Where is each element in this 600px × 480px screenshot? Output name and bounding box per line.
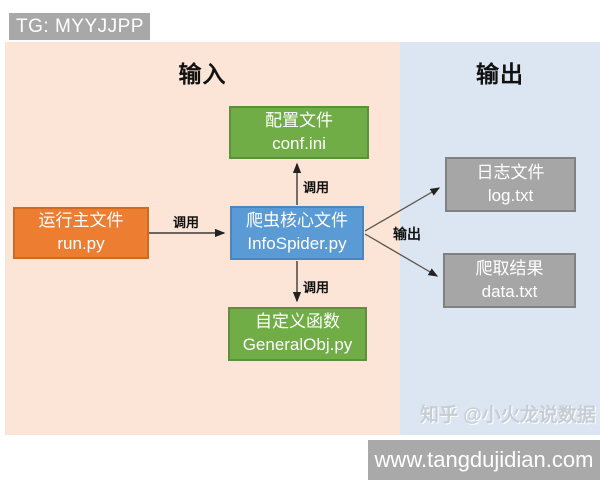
edge-label-call-conf: 调用	[303, 180, 330, 195]
edge-label-output: 输出	[393, 226, 421, 242]
output-section-title: 输出	[476, 61, 524, 87]
node-spider-title: 爬虫核心文件	[246, 211, 348, 231]
edge-label-call-run: 调用	[173, 215, 200, 230]
node-general-title: 自定义函数	[255, 312, 340, 332]
node-conf-filename: conf.ini	[272, 133, 326, 153]
node-log-txt: 日志文件 log.txt	[445, 157, 576, 212]
zhihu-watermark: 知乎 @小火龙说数据	[420, 405, 596, 426]
footer-url-text: www.tangdujidian.com	[374, 447, 594, 472]
node-infospider-py: 爬虫核心文件 InfoSpider.py	[230, 206, 364, 260]
edge-label-call-general: 调用	[303, 280, 330, 295]
node-spider-filename: InfoSpider.py	[247, 234, 347, 253]
node-run-py: 运行主文件 run.py	[13, 207, 149, 259]
node-run-filename: run.py	[57, 234, 105, 253]
tg-badge: TG: MYYJJPP	[9, 13, 150, 40]
footer-url-badge: www.tangdujidian.com	[368, 440, 600, 480]
node-run-title: 运行主文件	[38, 211, 124, 231]
node-general-filename: GeneralObj.py	[242, 335, 353, 354]
node-log-filename: log.txt	[487, 185, 534, 205]
output-section-panel	[400, 42, 600, 435]
input-section-title: 输入	[178, 61, 227, 87]
tg-badge-label: TG: MYYJJPP	[16, 16, 144, 37]
node-generalobj-py: 自定义函数 GeneralObj.py	[228, 307, 367, 361]
node-conf-ini: 配置文件 conf.ini	[229, 106, 369, 159]
node-log-title: 日志文件	[476, 162, 545, 182]
node-data-title: 爬取结果	[475, 258, 544, 278]
node-data-txt: 爬取结果 data.txt	[443, 253, 576, 308]
node-conf-title: 配置文件	[265, 110, 333, 130]
node-data-filename: data.txt	[481, 281, 538, 301]
